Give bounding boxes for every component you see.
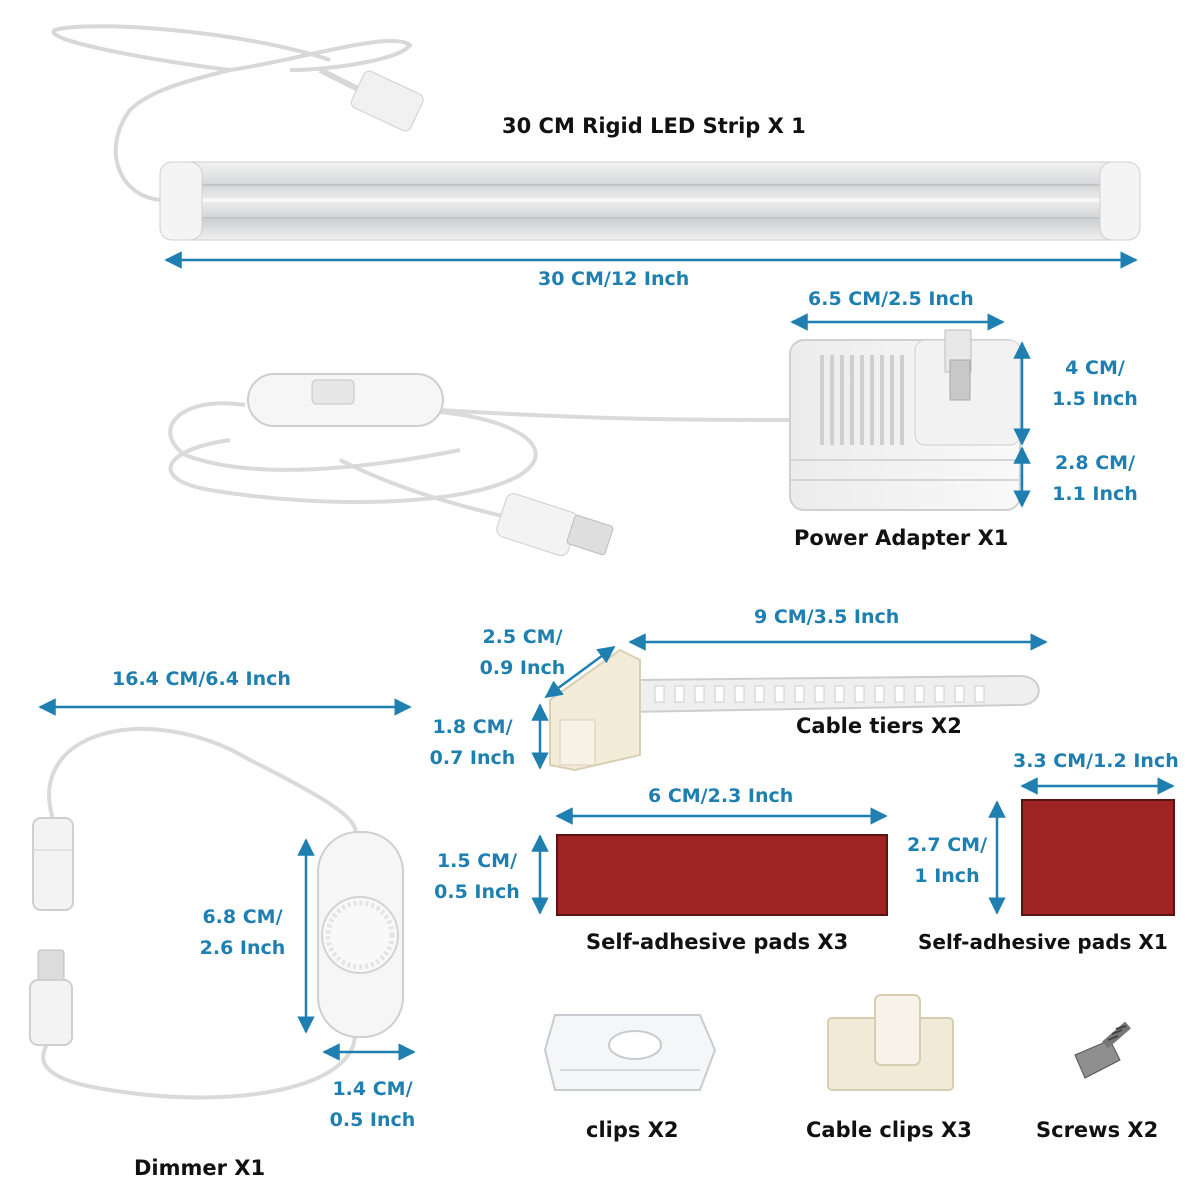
dimmer-label: Dimmer X1 bbox=[134, 1156, 266, 1180]
adhesive-pad-large bbox=[556, 834, 888, 916]
cable-clips-label: Cable clips X3 bbox=[806, 1118, 972, 1142]
pad-large-width: 6 CM/2.3 Inch bbox=[648, 785, 794, 807]
dimmer-height-line1: 6.8 CM/ bbox=[202, 906, 283, 928]
dimmer-male-connector bbox=[29, 949, 73, 1046]
screws-label: Screws X2 bbox=[1036, 1118, 1159, 1142]
dimmer-female-connector bbox=[32, 817, 74, 911]
led-strip-length: 30 CM/12 Inch bbox=[538, 268, 690, 290]
tier-width-line2: 0.9 Inch bbox=[479, 657, 566, 679]
pad-large-height-line2: 0.5 Inch bbox=[434, 881, 520, 903]
dimmer-width-line1: 1.4 CM/ bbox=[332, 1078, 413, 1100]
pad-small-height-line2: 1 Inch bbox=[914, 865, 980, 887]
dimmer-cable bbox=[41, 727, 358, 1100]
adapter-width: 6.5 CM/2.5 Inch bbox=[808, 288, 974, 310]
adapter-height-bottom-line2: 1.1 Inch bbox=[1052, 483, 1138, 505]
adapter-height-top-line2: 1.5 Inch bbox=[1052, 388, 1138, 410]
cable-tiers-label: Cable tiers X2 bbox=[796, 714, 962, 738]
tier-height-line2: 0.7 Inch bbox=[429, 747, 516, 769]
pad-large-height-line1: 1.5 CM/ bbox=[436, 850, 518, 872]
led-strip-label: 30 CM Rigid LED Strip X 1 bbox=[502, 114, 806, 138]
adapter-height-bottom: 2.8 CM/ 1.1 Inch bbox=[1040, 448, 1150, 510]
tier-height-line1: 1.8 CM/ bbox=[432, 716, 513, 738]
dimmer-width: 1.4 CM/ 0.5 Inch bbox=[315, 1074, 430, 1136]
tier-width-arrow bbox=[544, 645, 616, 699]
inline-switch bbox=[247, 373, 444, 427]
tier-width: 2.5 CM/ 0.9 Inch bbox=[465, 622, 580, 684]
pad-small-width: 3.3 CM/1.2 Inch bbox=[1013, 750, 1179, 772]
led-strip-bar bbox=[159, 161, 1141, 241]
dc-male-connector bbox=[496, 493, 614, 557]
tier-width-line1: 2.5 CM/ bbox=[482, 626, 563, 648]
dimmer-height: 6.8 CM/ 2.6 Inch bbox=[185, 902, 300, 964]
dimmer-height-line2: 2.6 Inch bbox=[199, 937, 286, 959]
power-adapter-body bbox=[789, 329, 1021, 511]
power-adapter-label: Power Adapter X1 bbox=[794, 526, 1009, 550]
switch-cable bbox=[168, 401, 791, 522]
cable-tier bbox=[549, 648, 1040, 772]
tier-height: 1.8 CM/ 0.7 Inch bbox=[415, 712, 530, 774]
dimmer-knob-body bbox=[317, 831, 404, 1038]
adapter-height-bottom-line1: 2.8 CM/ bbox=[1054, 452, 1136, 474]
dc-female-connector bbox=[318, 67, 424, 132]
pad-small-height-line1: 2.7 CM/ bbox=[906, 834, 988, 856]
adapter-height-top: 4 CM/ 1.5 Inch bbox=[1040, 353, 1150, 415]
tier-length: 9 CM/3.5 Inch bbox=[754, 606, 900, 628]
clips-label: clips X2 bbox=[586, 1118, 679, 1142]
pad-large-height: 1.5 CM/ 0.5 Inch bbox=[422, 846, 532, 908]
pad-small-height: 2.7 CM/ 1 Inch bbox=[892, 830, 1002, 892]
cable-clip bbox=[827, 994, 954, 1091]
mounting-clip bbox=[543, 1014, 717, 1091]
led-strip-cable bbox=[51, 24, 413, 202]
dimmer-cable-length: 16.4 CM/6.4 Inch bbox=[112, 668, 291, 690]
adhesive-pad-small bbox=[1021, 799, 1175, 916]
screw bbox=[1074, 1021, 1131, 1079]
pads-large-label: Self-adhesive pads X3 bbox=[586, 930, 849, 954]
pads-small-label: Self-adhesive pads X1 bbox=[918, 930, 1168, 954]
adapter-height-top-line1: 4 CM/ bbox=[1065, 357, 1125, 379]
dimmer-width-line2: 0.5 Inch bbox=[329, 1109, 416, 1131]
